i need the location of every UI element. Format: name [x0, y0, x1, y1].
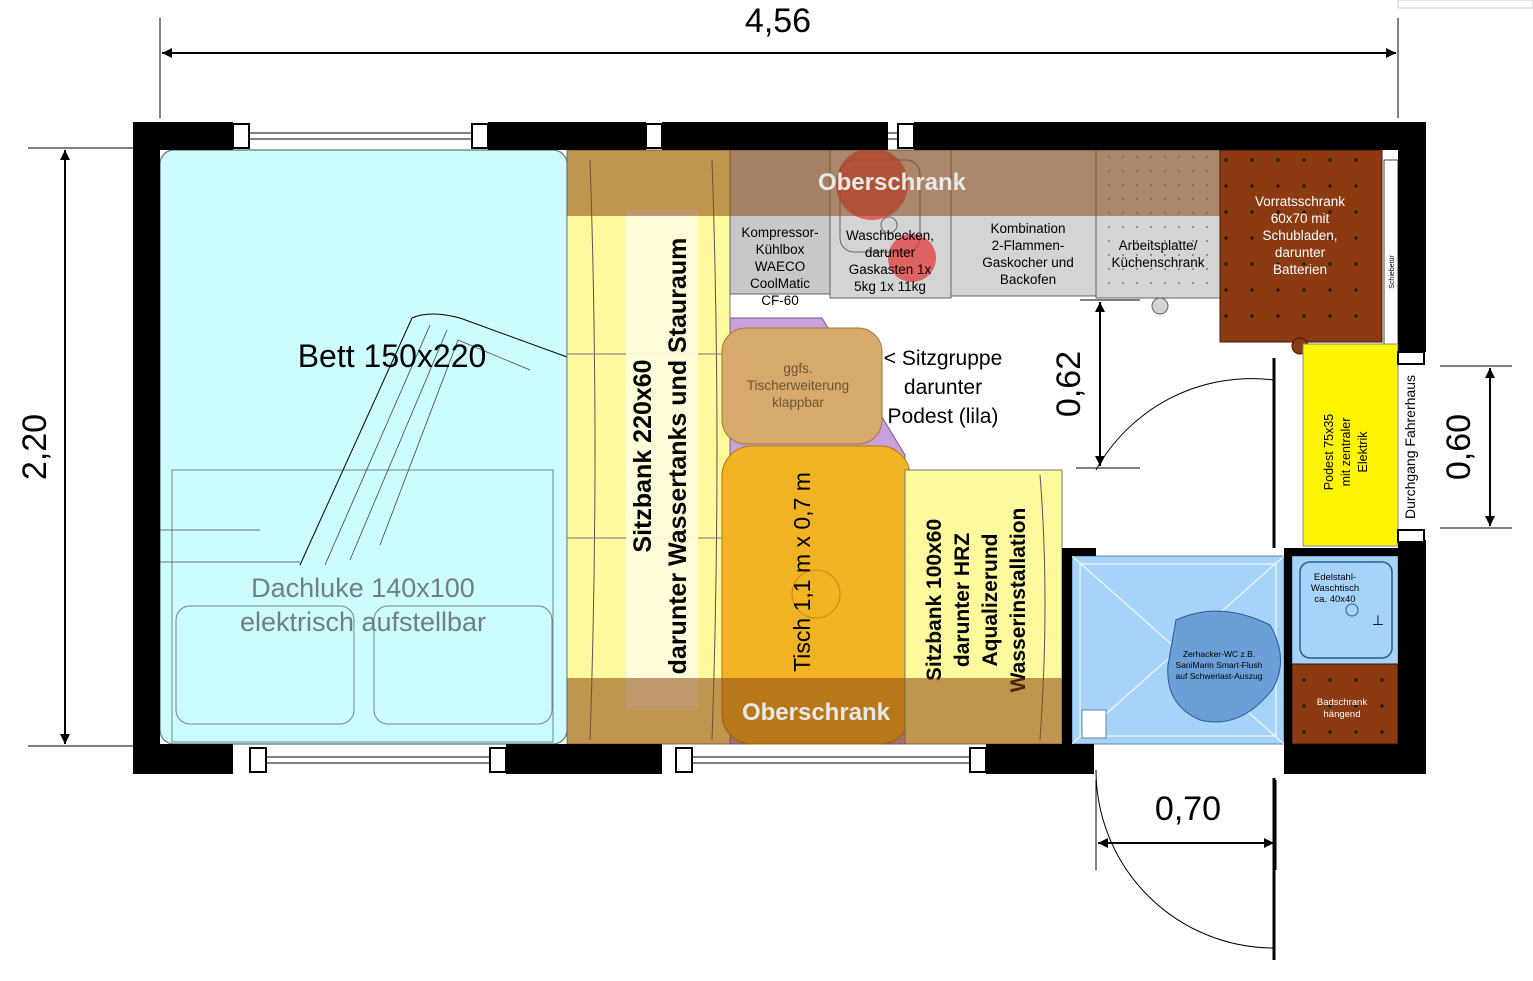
worktop-line1: Arbeitsplatte/ [1119, 238, 1198, 253]
sink-line4: 5kg 1x 11kg [854, 279, 926, 294]
platform: Podest 75x35 mit zentraler Elektrik Durc… [1302, 343, 1418, 547]
sink-line2: darunter [865, 245, 916, 260]
sliding-door-label: Schiebetür [1389, 255, 1396, 289]
door-label: 0,70 [1155, 790, 1221, 828]
stove-line2: 2-Flammen- [992, 238, 1065, 253]
fridge-line5: CF-60 [761, 293, 799, 308]
walls [133, 122, 1426, 774]
fridge-line4: CoolMatic [750, 276, 810, 291]
bed-label: Bett 150x220 [298, 338, 487, 374]
pantry-line3: Schubladen, [1262, 228, 1337, 243]
table-ext-line3: klappbar [772, 395, 824, 410]
platform-line3: Elektrik [1356, 431, 1370, 473]
fridge-line3: WAECO [755, 259, 806, 274]
dimension-passage: 0,60 [1440, 365, 1512, 529]
entry-door [1095, 358, 1276, 960]
washbasin-line2: Waschtisch [1311, 583, 1359, 594]
sink-line1: Waschbecken, [846, 228, 934, 243]
dimension-height: 2,20 [16, 147, 158, 747]
roof-hatch-line2: elektrisch aufstellbar [240, 607, 486, 637]
bench-large-line2: darunter Wassertanks und Stauraum [664, 238, 692, 675]
sink-line3: Gaskasten 1x [849, 262, 932, 277]
table-ext-line1: ggfs. [783, 361, 812, 376]
pantry-line2: 60x70 mit [1271, 211, 1330, 226]
overhead-cabinet-bottom: Oberschrank [567, 678, 1062, 744]
toilet-line1: Zerhacker-WC z.B. [1183, 649, 1255, 659]
fridge-line2: Kühlbox [756, 242, 805, 257]
dimension-door: 0,70 [1095, 780, 1277, 870]
toilet-line2: SaniMarin Smart-Flush [1176, 660, 1263, 670]
seating-note: < Sitzgruppe darunter Podest (lila) [884, 347, 1003, 428]
tap-icon: ⊥ [1372, 612, 1384, 628]
stove-line3: Gaskocher und [982, 255, 1074, 270]
bench-large-line1: Sitzbank 220x60 [629, 359, 657, 552]
washbasin [1291, 555, 1399, 665]
drain-icon [1345, 603, 1359, 617]
washbasin-line1: Edelstahl- [1314, 572, 1356, 583]
toilet-icon [1167, 610, 1281, 723]
bath-cabinet-line2: hängend [1324, 709, 1361, 720]
aisle-label: 0,62 [1050, 351, 1088, 417]
dimension-width: 4,56 [159, 2, 1399, 118]
pantry-line1: Vorratsschrank [1255, 194, 1345, 209]
bench-small-line4: Wasserinstallation [1007, 508, 1030, 693]
roof-hatch-line1: Dachluke 140x100 [251, 573, 475, 603]
table-label: Tisch 1,1 m x 0,7 m [789, 472, 815, 672]
seating-note-line2: darunter [904, 376, 982, 399]
platform-line2: mit zentraler [1339, 418, 1353, 487]
pantry-line4: darunter [1275, 245, 1326, 260]
gas-burner-icon [888, 234, 936, 282]
bench-small-line3: Aqualizerund [979, 533, 1002, 666]
washbasin-line3: ca. 40x40 [1314, 594, 1355, 605]
seating-note-line3: Podest (lila) [888, 405, 999, 428]
pantry: Vorratsschrank 60x70 mit Schubladen, dar… [1219, 149, 1383, 355]
fridge-line1: Kompressor- [741, 225, 818, 240]
bed: Bett 150x220 Dachluke 140x100 elektrisch… [159, 149, 568, 745]
seating-note-line1: < Sitzgruppe [884, 347, 1003, 370]
worktop-line2: Küchenschrank [1111, 255, 1204, 270]
overhead-cabinet-top: Oberschrank [567, 150, 1220, 216]
passage-label: 0,60 [1440, 414, 1478, 480]
bathroom: Zerhacker-WC z.B. SaniMarin Smart-Flush … [1071, 555, 1399, 745]
table-extension: ggfs. Tischerweiterung klappbar [721, 327, 883, 445]
pantry-line5: Batterien [1273, 262, 1327, 277]
table-ext-line2: Tischerweiterung [747, 378, 849, 393]
bench-large: Sitzbank 220x60 darunter Wassertanks und… [566, 149, 731, 745]
frame-edge [1397, 0, 1533, 9]
bench-small-line2: darunter HRZ [951, 533, 974, 667]
stove-line1: Kombination [990, 221, 1065, 236]
platform-line1: Podest 75x35 [1322, 414, 1336, 490]
overhead-bottom-label: Oberschrank [742, 699, 891, 726]
overhead-top-label: Oberschrank [818, 169, 967, 196]
height-label: 2,20 [16, 414, 54, 480]
passage-text: Durchgang Fahrerhaus [1402, 375, 1418, 519]
width-label: 4,56 [745, 2, 811, 40]
dimension-aisle: 0,62 [1050, 299, 1140, 469]
bench-small-line1: Sitzbank 100x60 [923, 519, 946, 681]
toilet-line3: auf Schwerlast-Auszug [1176, 671, 1263, 681]
stove-line4: Backofen [1000, 272, 1056, 287]
bath-cabinet-line1: Badschrank [1317, 697, 1367, 708]
